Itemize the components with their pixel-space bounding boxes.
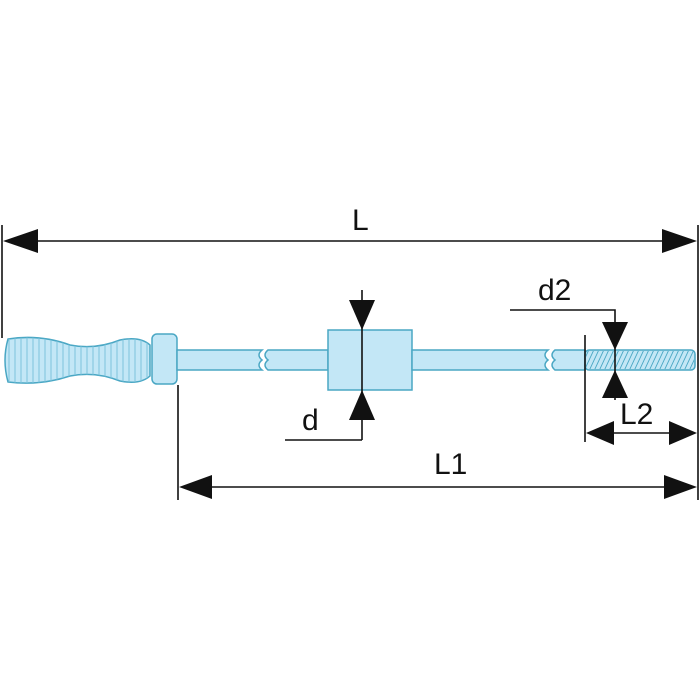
- handle: [4, 333, 178, 385]
- dimension-L1: [177, 385, 697, 500]
- label-L1: L1: [434, 448, 467, 481]
- label-d2: d2: [538, 274, 571, 307]
- shaft: [176, 329, 696, 391]
- label-d: d: [302, 404, 319, 437]
- label-L2: L2: [620, 398, 653, 431]
- dimension-L2: [584, 335, 697, 445]
- dimension-d2: [510, 309, 628, 400]
- dimension-L: [1, 225, 699, 500]
- dimension-d: [285, 290, 375, 441]
- sliding-weight: [327, 329, 413, 391]
- label-L: L: [352, 204, 369, 237]
